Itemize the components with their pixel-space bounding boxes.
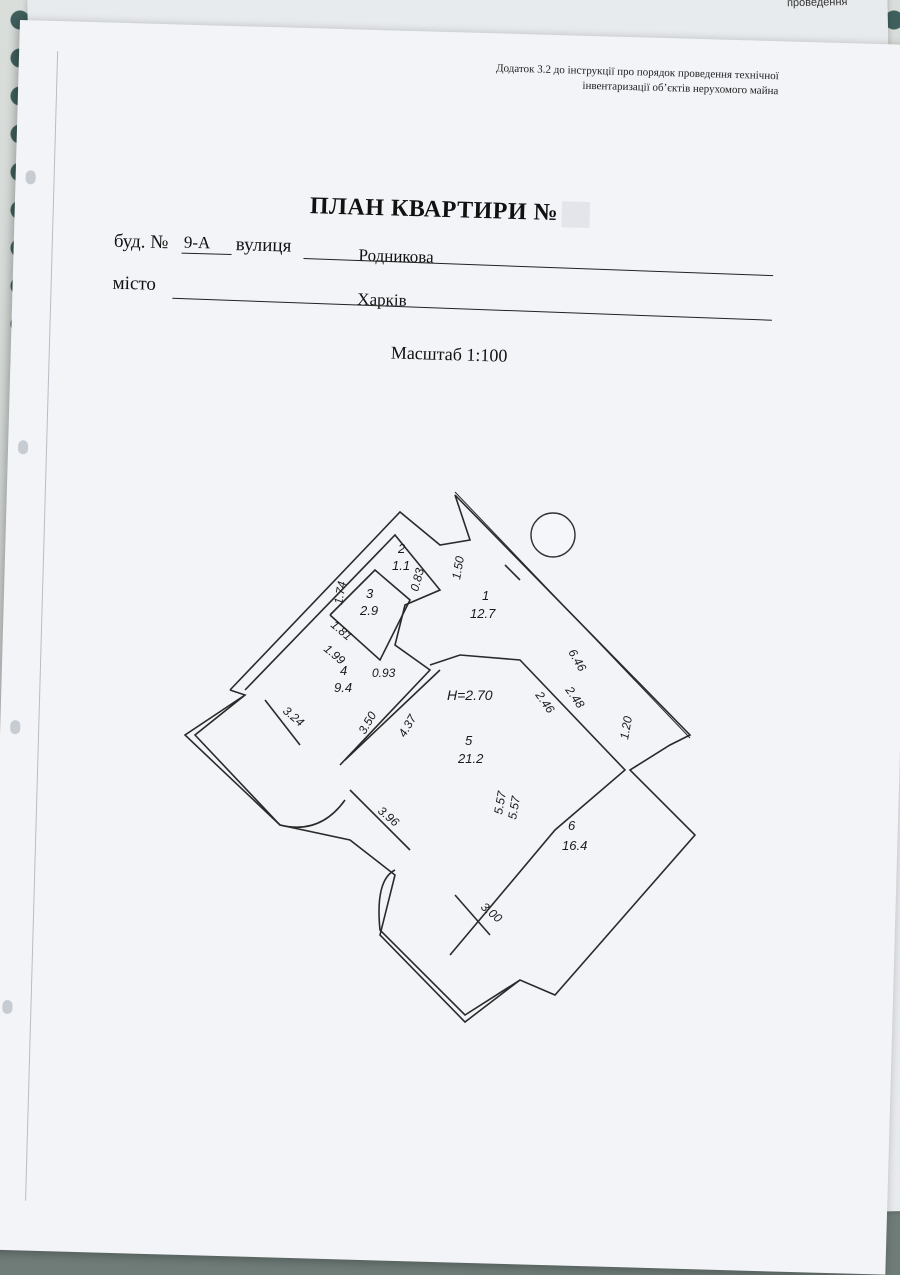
window-wall [349,789,411,851]
floor-plan: 2 1.1 3 2.9 1 12.7 4 9.4 H=2.70 5 21.2 6… [183,491,697,1024]
dim-label: 4.37 [395,711,419,739]
room-2-number: 2 [397,541,406,556]
room-1-area: 12.7 [470,606,496,621]
dim-label: 1.74 [331,580,349,606]
room-6-number: 6 [568,818,576,833]
room-3-number: 3 [366,586,374,601]
room-3-area: 2.9 [359,603,378,618]
room-4-area: 9.4 [334,680,352,695]
dim-label: 5.57 [505,794,523,821]
dim-label: 5.57 [491,789,509,816]
dim-label: 0.83 [407,566,427,592]
inner-wall-kitchen [429,654,627,956]
room-5-area: 21.2 [457,751,484,766]
dim-label: 3.00 [478,900,505,926]
window-mark [504,564,521,581]
dim-label: 6.46 [565,647,589,675]
room-1-number: 1 [482,588,489,603]
inner-wall-bath [329,568,411,662]
window-mark [454,894,491,936]
dim-label: 3.50 [355,709,379,737]
outer-wall [193,494,697,1024]
window-mark [264,699,301,746]
room-4-number: 4 [340,663,347,678]
dim-label: 1.81 [328,618,355,644]
dim-label: 1.20 [617,715,635,741]
dimension-line [454,491,691,739]
compass-circle [530,512,576,558]
dim-label: 1.50 [449,555,467,581]
dim-label: 0.93 [372,666,396,680]
inner-wall [244,533,442,766]
dim-label: 2.46 [532,688,558,716]
inner-wall-room4 [344,669,441,761]
balcony-left [183,694,346,829]
room-2-area: 1.1 [392,558,410,573]
room-5-number: 5 [465,733,473,748]
dim-label: 3.96 [375,804,402,830]
ceiling-height: H=2.70 [447,687,493,703]
room-6-area: 16.4 [562,838,587,853]
balcony-bottom [378,869,521,1017]
